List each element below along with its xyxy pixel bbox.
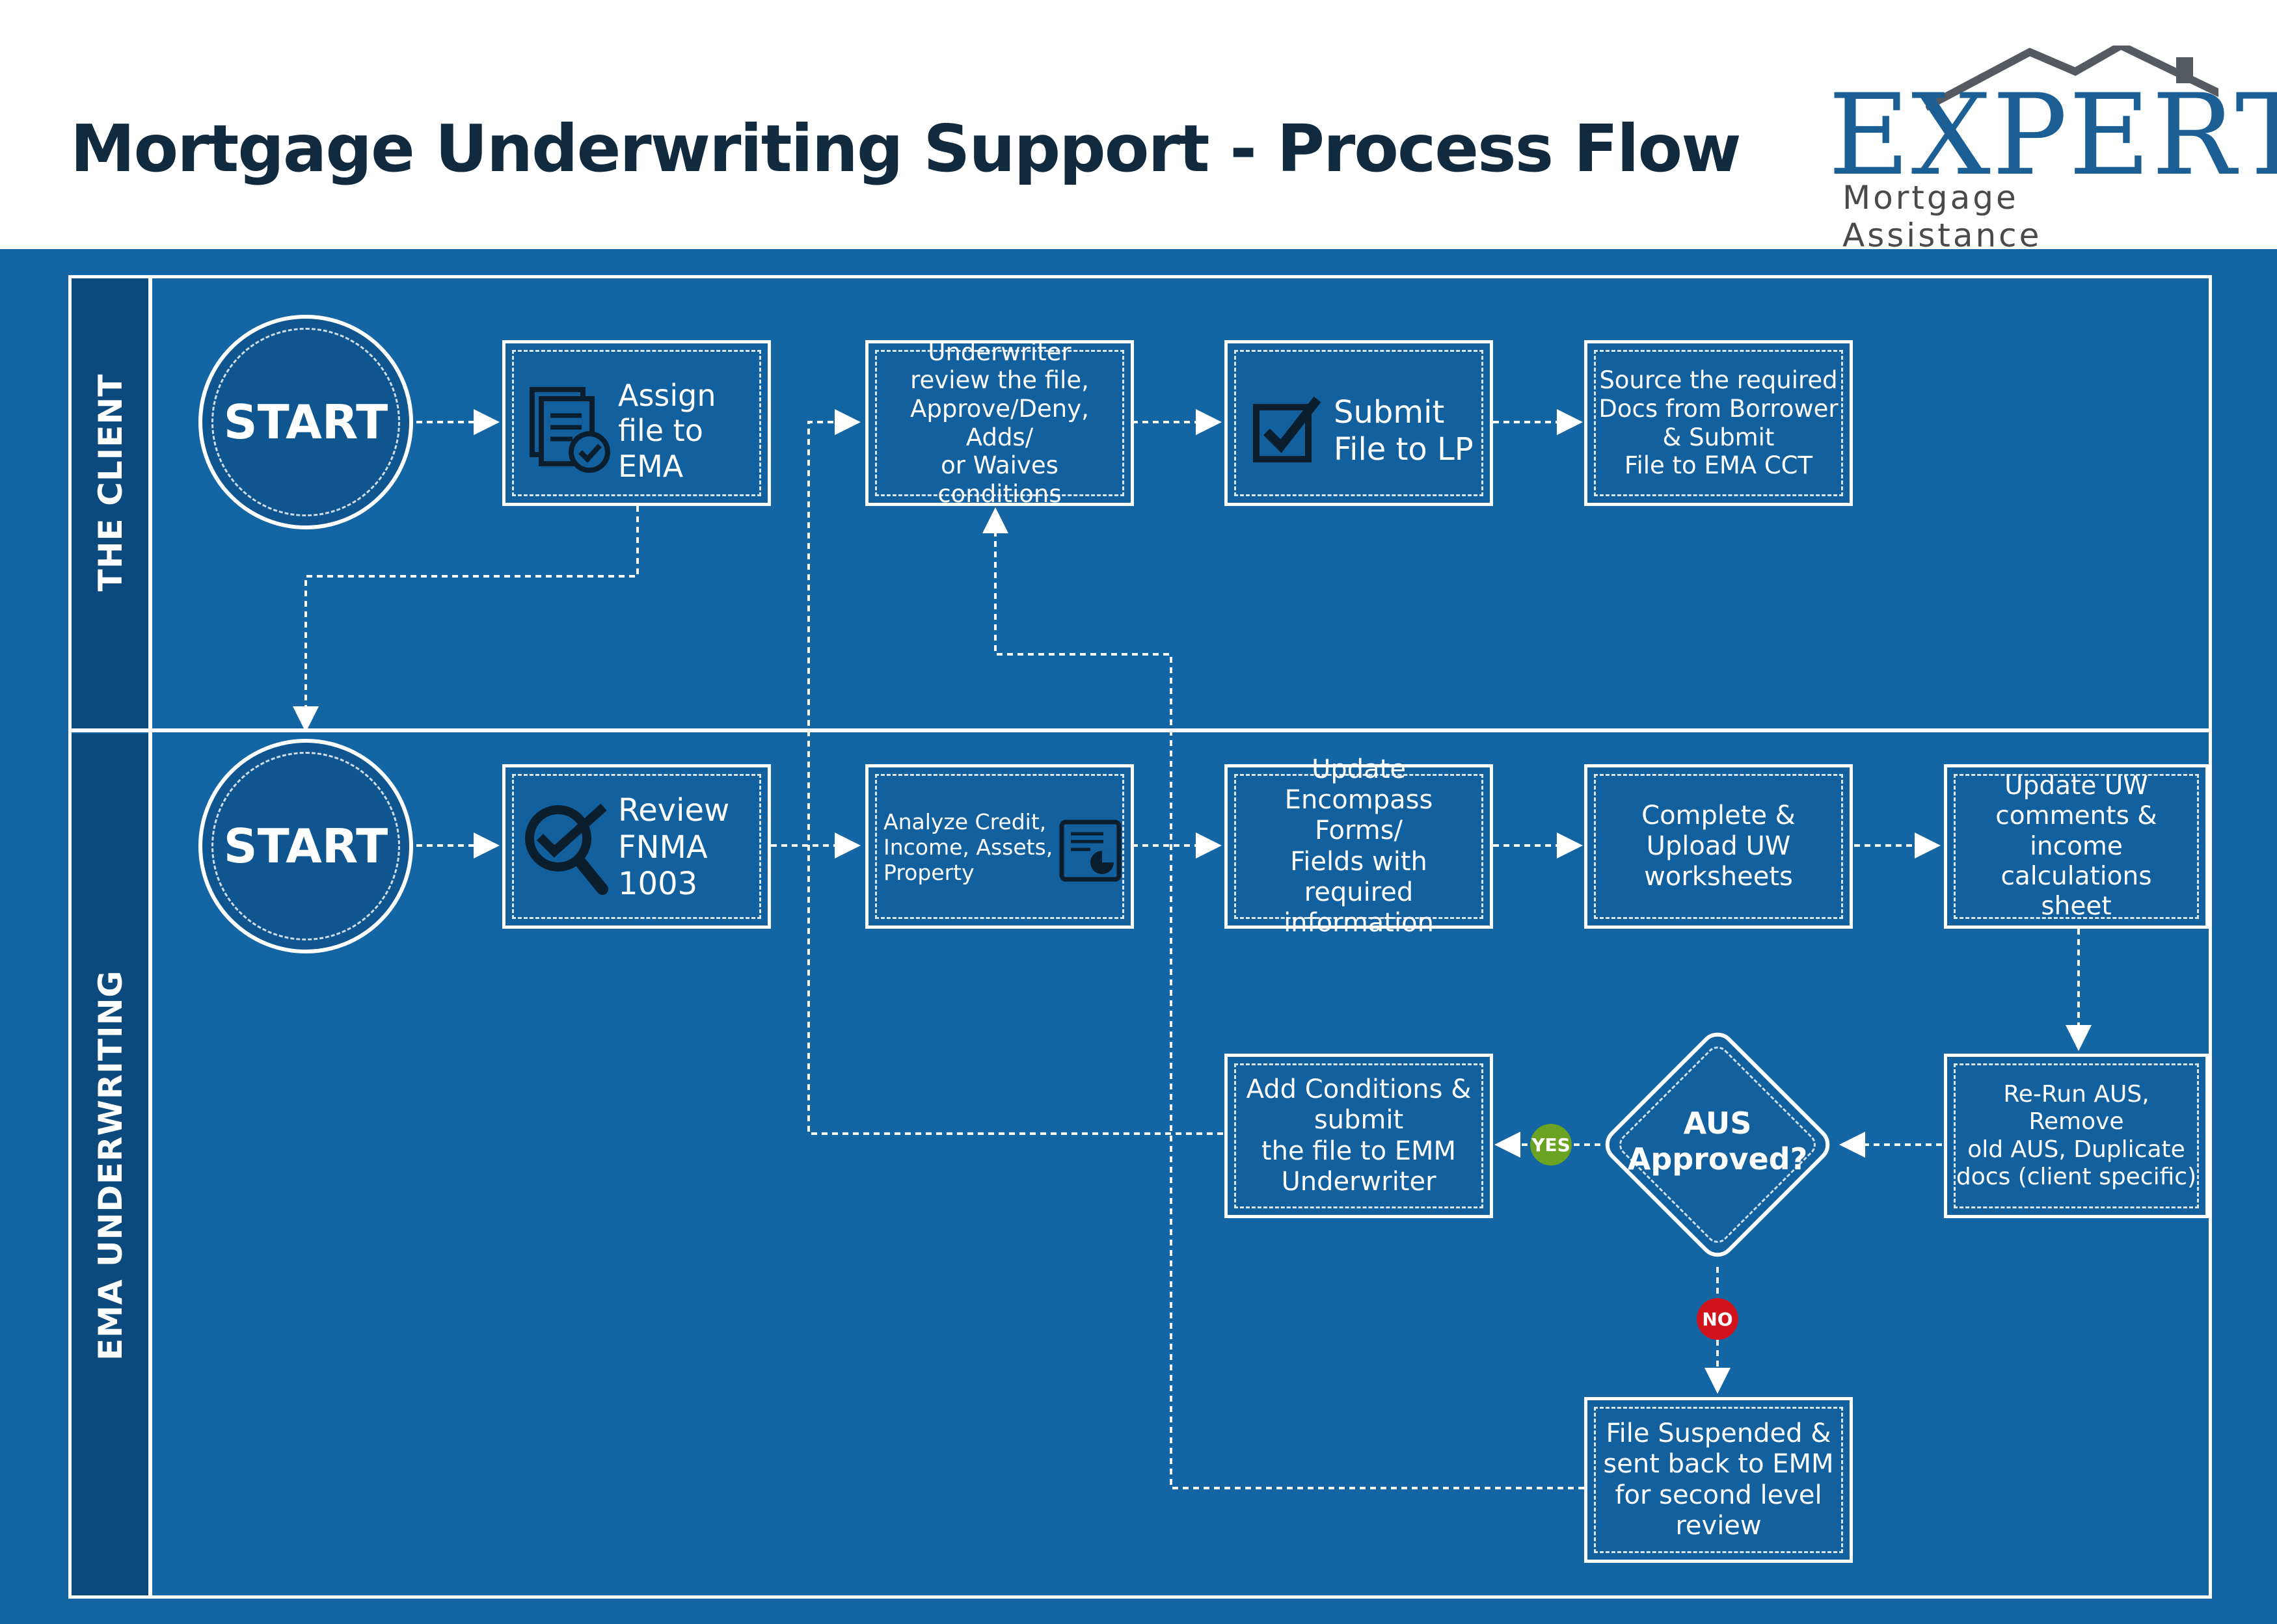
step-label: Underwriter review the file, Approve/Den… (910, 338, 1089, 508)
step-analyze-credit: Analyze Credit, Income, Assets, Property (865, 764, 1134, 929)
step-label: Add Conditions & submit the file to EMM … (1246, 1074, 1472, 1197)
step-rerun-aus: Re-Run AUS, Remove old AUS, Duplicate do… (1944, 1054, 2209, 1218)
step-label: Submit File to LP (1334, 394, 1474, 468)
document-check-icon (530, 387, 610, 473)
company-logo: EXPERT Mortgage Assistance (1828, 46, 2277, 254)
lane-label-divider (148, 278, 152, 1595)
report-chart-icon (1059, 819, 1122, 882)
step-update-encompass: Update Encompass Forms/ Fields with requ… (1224, 754, 1493, 938)
no-badge: NO (1697, 1298, 1738, 1340)
lane-bar-ema (72, 734, 150, 1595)
decision-label: AUS Approved? (1627, 1106, 1808, 1177)
step-label: Review FNMA 1003 (618, 792, 730, 903)
step-source-docs: Source the required Docs from Borrower &… (1584, 340, 1853, 506)
step-review-fnma: Review FNMA 1003 (502, 764, 771, 929)
step-label: Complete & Upload UW worksheets (1641, 800, 1796, 892)
step-label: File Suspended & sent back to EMM for se… (1603, 1418, 1834, 1541)
lane-bar-client (72, 278, 150, 730)
yes-badge: YES (1530, 1124, 1572, 1165)
logo-tagline: Mortgage Assistance (1842, 179, 2042, 254)
step-update-uw: Update UW comments & income calculations… (1944, 764, 2209, 929)
step-label: Source the required Docs from Borrower &… (1598, 366, 1839, 480)
flow-connectors (293, 409, 2092, 1489)
diagram-canvas: THE CLIENT EMA UNDERWRITING (0, 249, 2277, 1624)
step-label: Update UW comments & income calculations… (1995, 771, 2157, 921)
start-node-client: START (198, 315, 413, 529)
magnifier-check-icon (525, 803, 608, 895)
diagram-frame (68, 275, 2212, 1599)
logo-wordmark: EXPERT (1828, 70, 2277, 200)
house-roof-icon (1926, 46, 2218, 111)
start-node-ema: START (198, 739, 413, 953)
start-label: START (211, 328, 400, 516)
checkbox-icon (1253, 396, 1321, 462)
lane-divider (72, 728, 2209, 732)
page-title: Mortgage Underwriting Support - Process … (70, 111, 1742, 187)
step-file-suspended: File Suspended & sent back to EMM for se… (1584, 1397, 1853, 1563)
step-label: Analyze Credit, Income, Assets, Property (883, 809, 1053, 885)
step-underwriter-review: Underwriter review the file, Approve/Den… (865, 338, 1134, 508)
step-label: Assign file to EMA (618, 378, 716, 484)
step-assign-file: Assign file to EMA (502, 340, 771, 506)
start-label: START (211, 752, 400, 940)
step-label: Update Encompass Forms/ Fields with requ… (1284, 754, 1434, 938)
step-complete-upload: Complete & Upload UW worksheets (1584, 764, 1853, 929)
header: Mortgage Underwriting Support - Process … (0, 0, 2277, 254)
step-submit-lp: Submit File to LP (1224, 340, 1493, 506)
step-add-conditions: Add Conditions & submit the file to EMM … (1224, 1054, 1493, 1218)
step-label: Re-Run AUS, Remove old AUS, Duplicate do… (1956, 1080, 2197, 1190)
